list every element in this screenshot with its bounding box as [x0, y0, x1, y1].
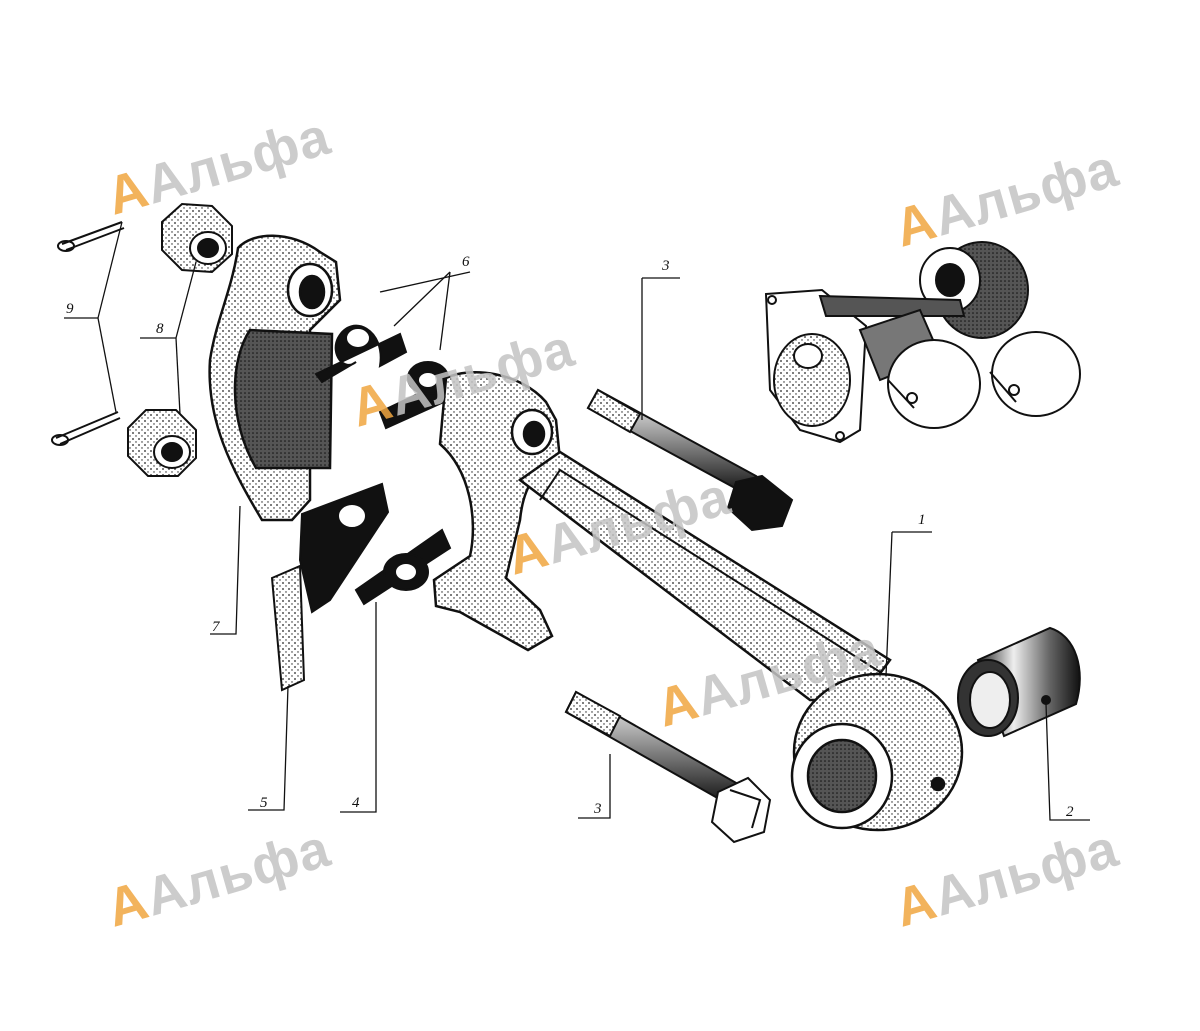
label-part-3-lower: 3: [594, 801, 602, 817]
piston-pin-bushing: [957, 626, 1081, 738]
rod-cap: [208, 234, 342, 522]
lock-plate-lower: [354, 528, 452, 606]
castle-nut-upper: [161, 202, 233, 274]
label-part-6: 6: [462, 254, 470, 270]
connecting-rod: [432, 371, 964, 832]
cotter-pin-upper: [57, 221, 125, 252]
engine-assembly-inset: [764, 241, 1081, 444]
bolt-upper: [586, 388, 794, 532]
label-part-8: 8: [156, 321, 164, 337]
cotter-pin-lower: [51, 411, 121, 446]
leader-lines: [64, 221, 1090, 821]
bolt-lower: [564, 690, 772, 844]
locking-plate-tab: [270, 482, 390, 692]
castle-nut-lower: [127, 409, 197, 477]
label-part-4: 4: [352, 795, 360, 811]
lock-plate-upper-left: [314, 324, 408, 384]
label-part-1: 1: [918, 512, 926, 528]
label-part-2: 2: [1066, 804, 1074, 820]
label-part-3-upper: 3: [662, 258, 670, 274]
label-part-9: 9: [66, 301, 74, 317]
label-part-5: 5: [260, 795, 268, 811]
label-part-7: 7: [212, 619, 220, 635]
